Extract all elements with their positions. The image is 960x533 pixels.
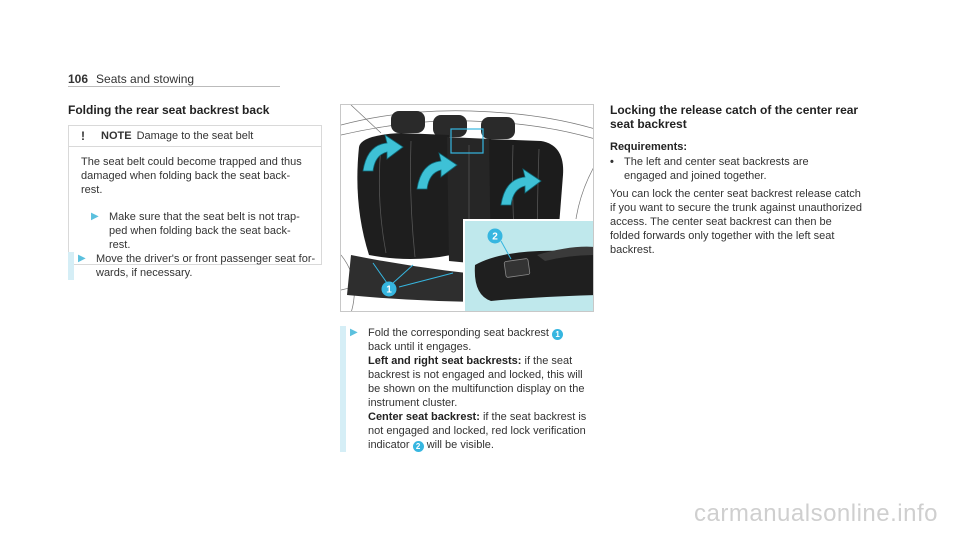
left-right-text: if the seat backrest is not engaged and … [368,355,585,409]
step-text: Fold the corresponding seat backrest 1 b… [368,326,592,452]
step-arrow-icon: ▶ [91,211,99,222]
bullet-icon: • [610,156,614,168]
center-text: if the seat backrest is not engaged and … [368,411,587,451]
note-header: ! NOTE Damage to the seat belt [69,126,321,147]
page-number: 106 [68,72,89,86]
callout-1-badge [381,281,397,297]
page-header: 106 Seats and stowing [68,72,194,86]
step-text-part: Fold the corresponding seat backrest [368,327,549,339]
section-heading: Folding the rear seat backrest back [68,103,270,117]
note-step: ▶ Make sure that the seat belt is not tr… [81,210,309,252]
callout-2-marker: 2 [412,441,424,452]
requirements-list: • The left and center seat backrests are… [610,155,860,183]
body-paragraph: You can lock the center seat backrest re… [610,188,862,256]
requirement-item: The left and center seat backrests are e… [624,156,809,182]
callout-1-marker: 1 [552,329,564,340]
rear-seat-drawing: 1 2 [341,105,593,311]
step-arrow-icon: ▶ [350,327,358,338]
warning-icon: ! [81,129,85,143]
note-label: NOTE [101,130,132,142]
note-box: ! NOTE Damage to the seat belt The seat … [68,125,322,265]
callout-2-label: 2 [492,232,498,243]
watermark: carmanualsonline.info [694,500,938,527]
callout-2-badge [487,228,503,244]
instruction-step: ▶ Fold the corresponding seat backrest 1… [340,326,596,452]
left-right-label: Left and right seat backrests: [368,355,522,367]
instruction-step: ▶ Move the driver's or front passenger s… [68,252,324,280]
step-text: Move the driver's or front passenger sea… [96,253,316,279]
note-step-text: Make sure that the seat belt is not trap… [109,211,300,251]
step-text-part: back until it engages. [368,341,472,353]
requirements-heading: Requirements: [610,141,688,153]
section-heading: Locking the release catch of the center … [610,103,859,131]
release-catch-highlight [450,128,484,154]
center-label: Center seat backrest: [368,411,480,423]
step-arrow-icon: ▶ [78,253,86,264]
center-text-end: will be visible. [426,439,494,451]
section-title: Seats and stowing [96,72,195,86]
note-text: The seat belt could become trapped and t… [81,156,302,196]
seat-illustration: 1 2 [340,104,594,312]
callout-1-label: 1 [386,285,392,296]
note-heading: Damage to the seat belt [136,130,254,142]
header-divider [68,86,280,87]
note-body: The seat belt could become trapped and t… [69,147,321,264]
